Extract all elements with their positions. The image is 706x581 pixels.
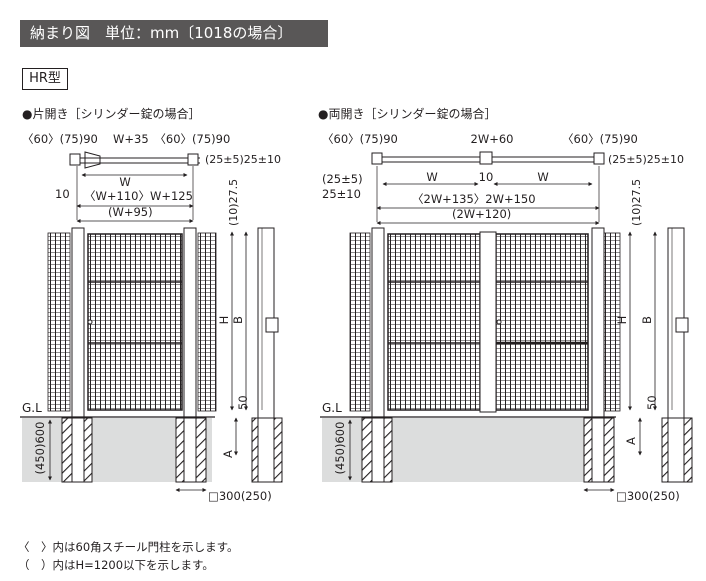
single-span-line1: 〈W+110〉W+125 <box>84 189 193 203</box>
double-h-label: H <box>615 316 629 325</box>
single-gl-label: G.L <box>22 401 42 415</box>
double-gap: 10 <box>479 170 494 184</box>
single-gap-label: 10 <box>55 187 70 201</box>
single-top-dims: 〈60〉(75)90 W+35 〈60〉(75)90 <box>22 132 230 146</box>
single-side-dim: (10)27.5 <box>227 179 240 226</box>
double-depth-label: (450)600 <box>333 422 347 475</box>
double-left-dim1: (25±5) <box>322 172 363 186</box>
double-plan-view: 〈60〉(75)90 2W+60 〈60〉(75)90 (25±5)25±10 … <box>322 132 684 225</box>
double-w-right: W <box>537 170 548 184</box>
single-depth-label: (450)600 <box>33 422 47 475</box>
double-top-mid: 2W+60 <box>471 132 514 146</box>
double-b-label: B <box>640 316 654 324</box>
double-w-left: W <box>426 170 437 184</box>
double-post-size: □300(250) <box>616 489 680 503</box>
double-span-line1: 〈2W+135〉2W+150 <box>412 192 536 206</box>
double-a-label: A <box>624 437 638 445</box>
double-right-dims: (25±5)25±10 <box>608 153 684 166</box>
single-h-label: H <box>217 316 231 325</box>
double-side-dim: (10)27.5 <box>630 179 643 226</box>
single-span-line2: (W+95) <box>108 205 153 219</box>
double-left-dim2: 25±10 <box>322 187 361 201</box>
single-a-label: A <box>221 450 235 458</box>
single-post-size: □300(250) <box>208 489 272 503</box>
double-50-label: 50 <box>645 395 659 410</box>
single-50-label: 50 <box>236 395 250 410</box>
note-60-steel: 〈 〉内は60角スチール門柱を示します。 <box>18 540 239 554</box>
single-elevation: G.L (450)600 □300(250) H B 50 A (10)27.5 <box>20 179 283 503</box>
page-title: 納まり図 単位：mm〔1018の場合〕 <box>20 20 328 47</box>
double-top-left: 〈60〉(75)90 <box>322 132 398 146</box>
double-span-line2: (2W+120) <box>452 207 511 221</box>
single-right-dims: (25±5)25±10 <box>205 153 281 166</box>
double-gl-label: G.L <box>322 401 342 415</box>
note-h1200: （ ）内はH=1200以下を示します。 <box>18 558 214 572</box>
single-w-label: W <box>119 175 130 189</box>
single-b-label: B <box>231 316 245 324</box>
double-top-right: 〈60〉(75)90 <box>562 132 638 146</box>
double-gate-title: ●両開き［シリンダー錠の場合］ <box>318 107 497 121</box>
double-elevation: G.L (450)600 □300(250) H B 50 A (10)27.5 <box>320 179 693 503</box>
type-label: HR型 <box>22 68 68 90</box>
single-gate-title: ●片開き［シリンダー錠の場合］ <box>22 107 201 121</box>
single-plan-view: 〈60〉(75)90 W+35 〈60〉(75)90 (25±5)25±10 W… <box>22 132 281 223</box>
